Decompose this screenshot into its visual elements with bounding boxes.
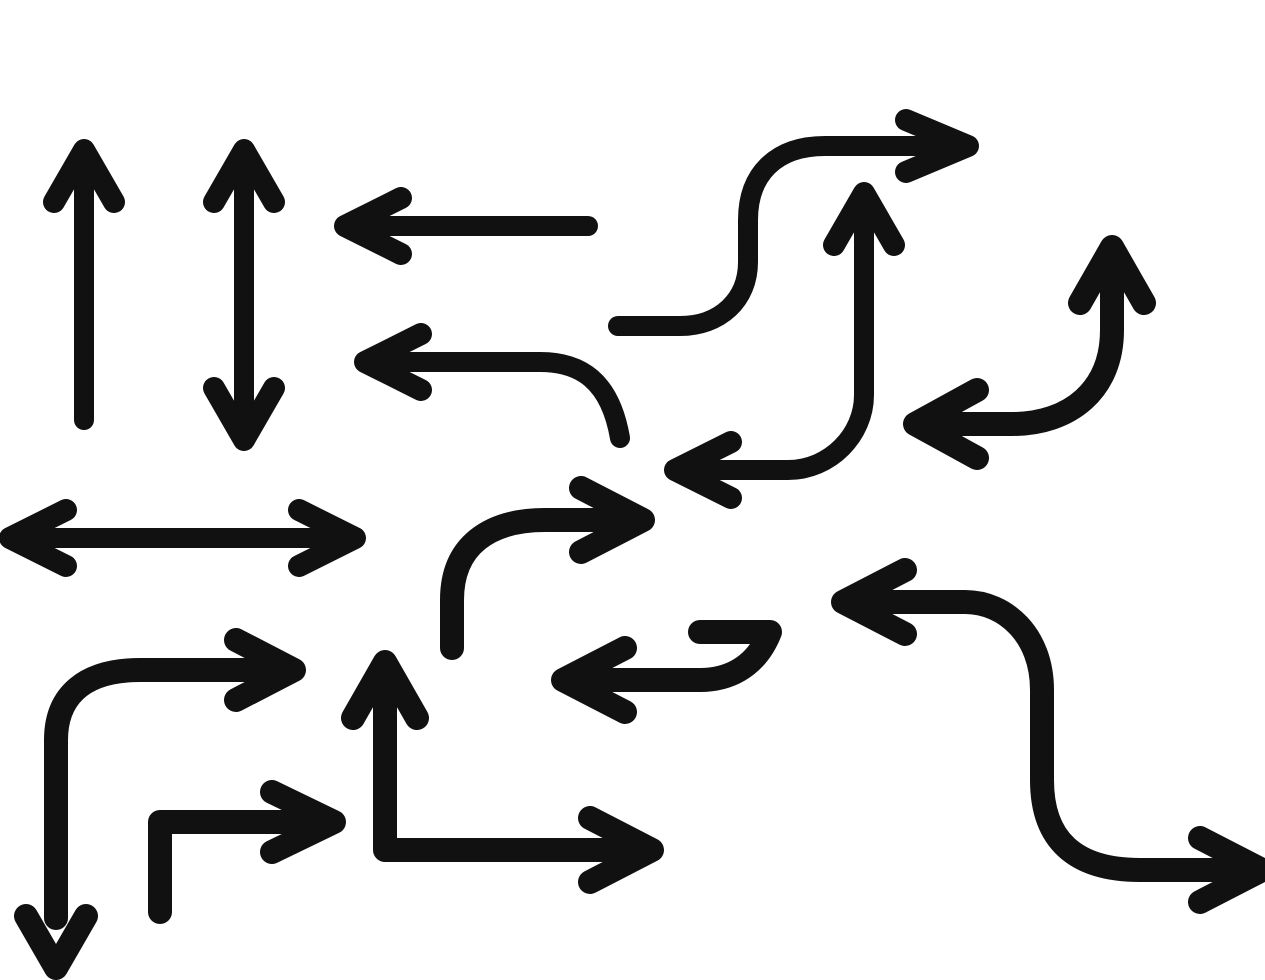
arrow-left-head-1-icon <box>334 187 412 265</box>
arrow-corner-up-right-head-1-icon <box>341 650 429 730</box>
arrow-up-head-1-icon <box>43 139 125 213</box>
curve-right-arrow <box>440 476 655 660</box>
s-curve-right-arrow-shaft <box>608 136 965 336</box>
curved-double-arrow-right-shaft <box>916 248 1124 436</box>
arrow-turn-up-left-head-1-icon <box>823 182 905 256</box>
arrow-curve-up-left-head-1-icon <box>1068 235 1156 315</box>
arrow-left-right-head-2-icon <box>288 499 366 577</box>
arrow-left-right-head-1-icon <box>0 499 77 577</box>
curve-up-right-down-arrow-shaft <box>44 658 294 930</box>
arrow-curve-up-left-head-2-icon <box>903 378 989 470</box>
hook-left-arrow <box>551 620 782 724</box>
left-arrow-straight <box>334 187 598 265</box>
arrow-turn-up-left-head-2-icon <box>664 431 742 509</box>
arrow-curve-down-right-head-1-icon <box>224 628 306 712</box>
l-right-arrow <box>148 780 346 924</box>
arrow-corner-up-right-head-2-icon <box>578 806 664 894</box>
l-up-right-arrow <box>341 650 664 894</box>
hook-left-arrow-shaft <box>563 620 782 692</box>
double-ended-turn-arrow-shaft <box>675 195 874 480</box>
arrow-up-down-head-2-icon <box>203 377 285 451</box>
s-curve-left-right-arrow-shaft <box>843 590 1262 882</box>
arrows-layer <box>0 109 1265 980</box>
arrow-up-down-head-1-icon <box>203 139 285 213</box>
curved-double-arrow-right <box>903 235 1156 470</box>
arrow-curve-right-head-1-icon <box>569 476 655 564</box>
vertical-double-arrow <box>203 139 285 451</box>
arrow-turn-left-head-1-icon <box>354 323 432 401</box>
l-right-arrow-shaft <box>148 810 334 924</box>
l-up-right-arrow-shaft <box>373 660 652 862</box>
left-arrow-curved-shaft <box>365 352 630 448</box>
double-ended-turn-arrow <box>664 182 905 509</box>
arrow-s-curve-left-right-head-2-icon <box>1188 826 1265 914</box>
horizontal-double-arrow <box>0 499 366 577</box>
s-curve-left-right-arrow <box>831 558 1265 914</box>
arrow-s-curve-left-right-head-1-icon <box>831 558 917 646</box>
s-curve-right-arrow <box>608 109 979 336</box>
arrow-hook-left-head-1-icon <box>551 636 637 724</box>
vertical-up-arrow <box>43 139 125 430</box>
curve-up-right-down-arrow <box>14 628 306 980</box>
left-arrow-curved <box>354 323 630 448</box>
arrow-l-right-head-1-icon <box>260 780 346 864</box>
curve-right-arrow-shaft <box>440 508 642 660</box>
arrow-curve-down-right-head-2-icon <box>14 904 98 980</box>
arrow-s-curve-right-head-1-icon <box>895 109 979 183</box>
